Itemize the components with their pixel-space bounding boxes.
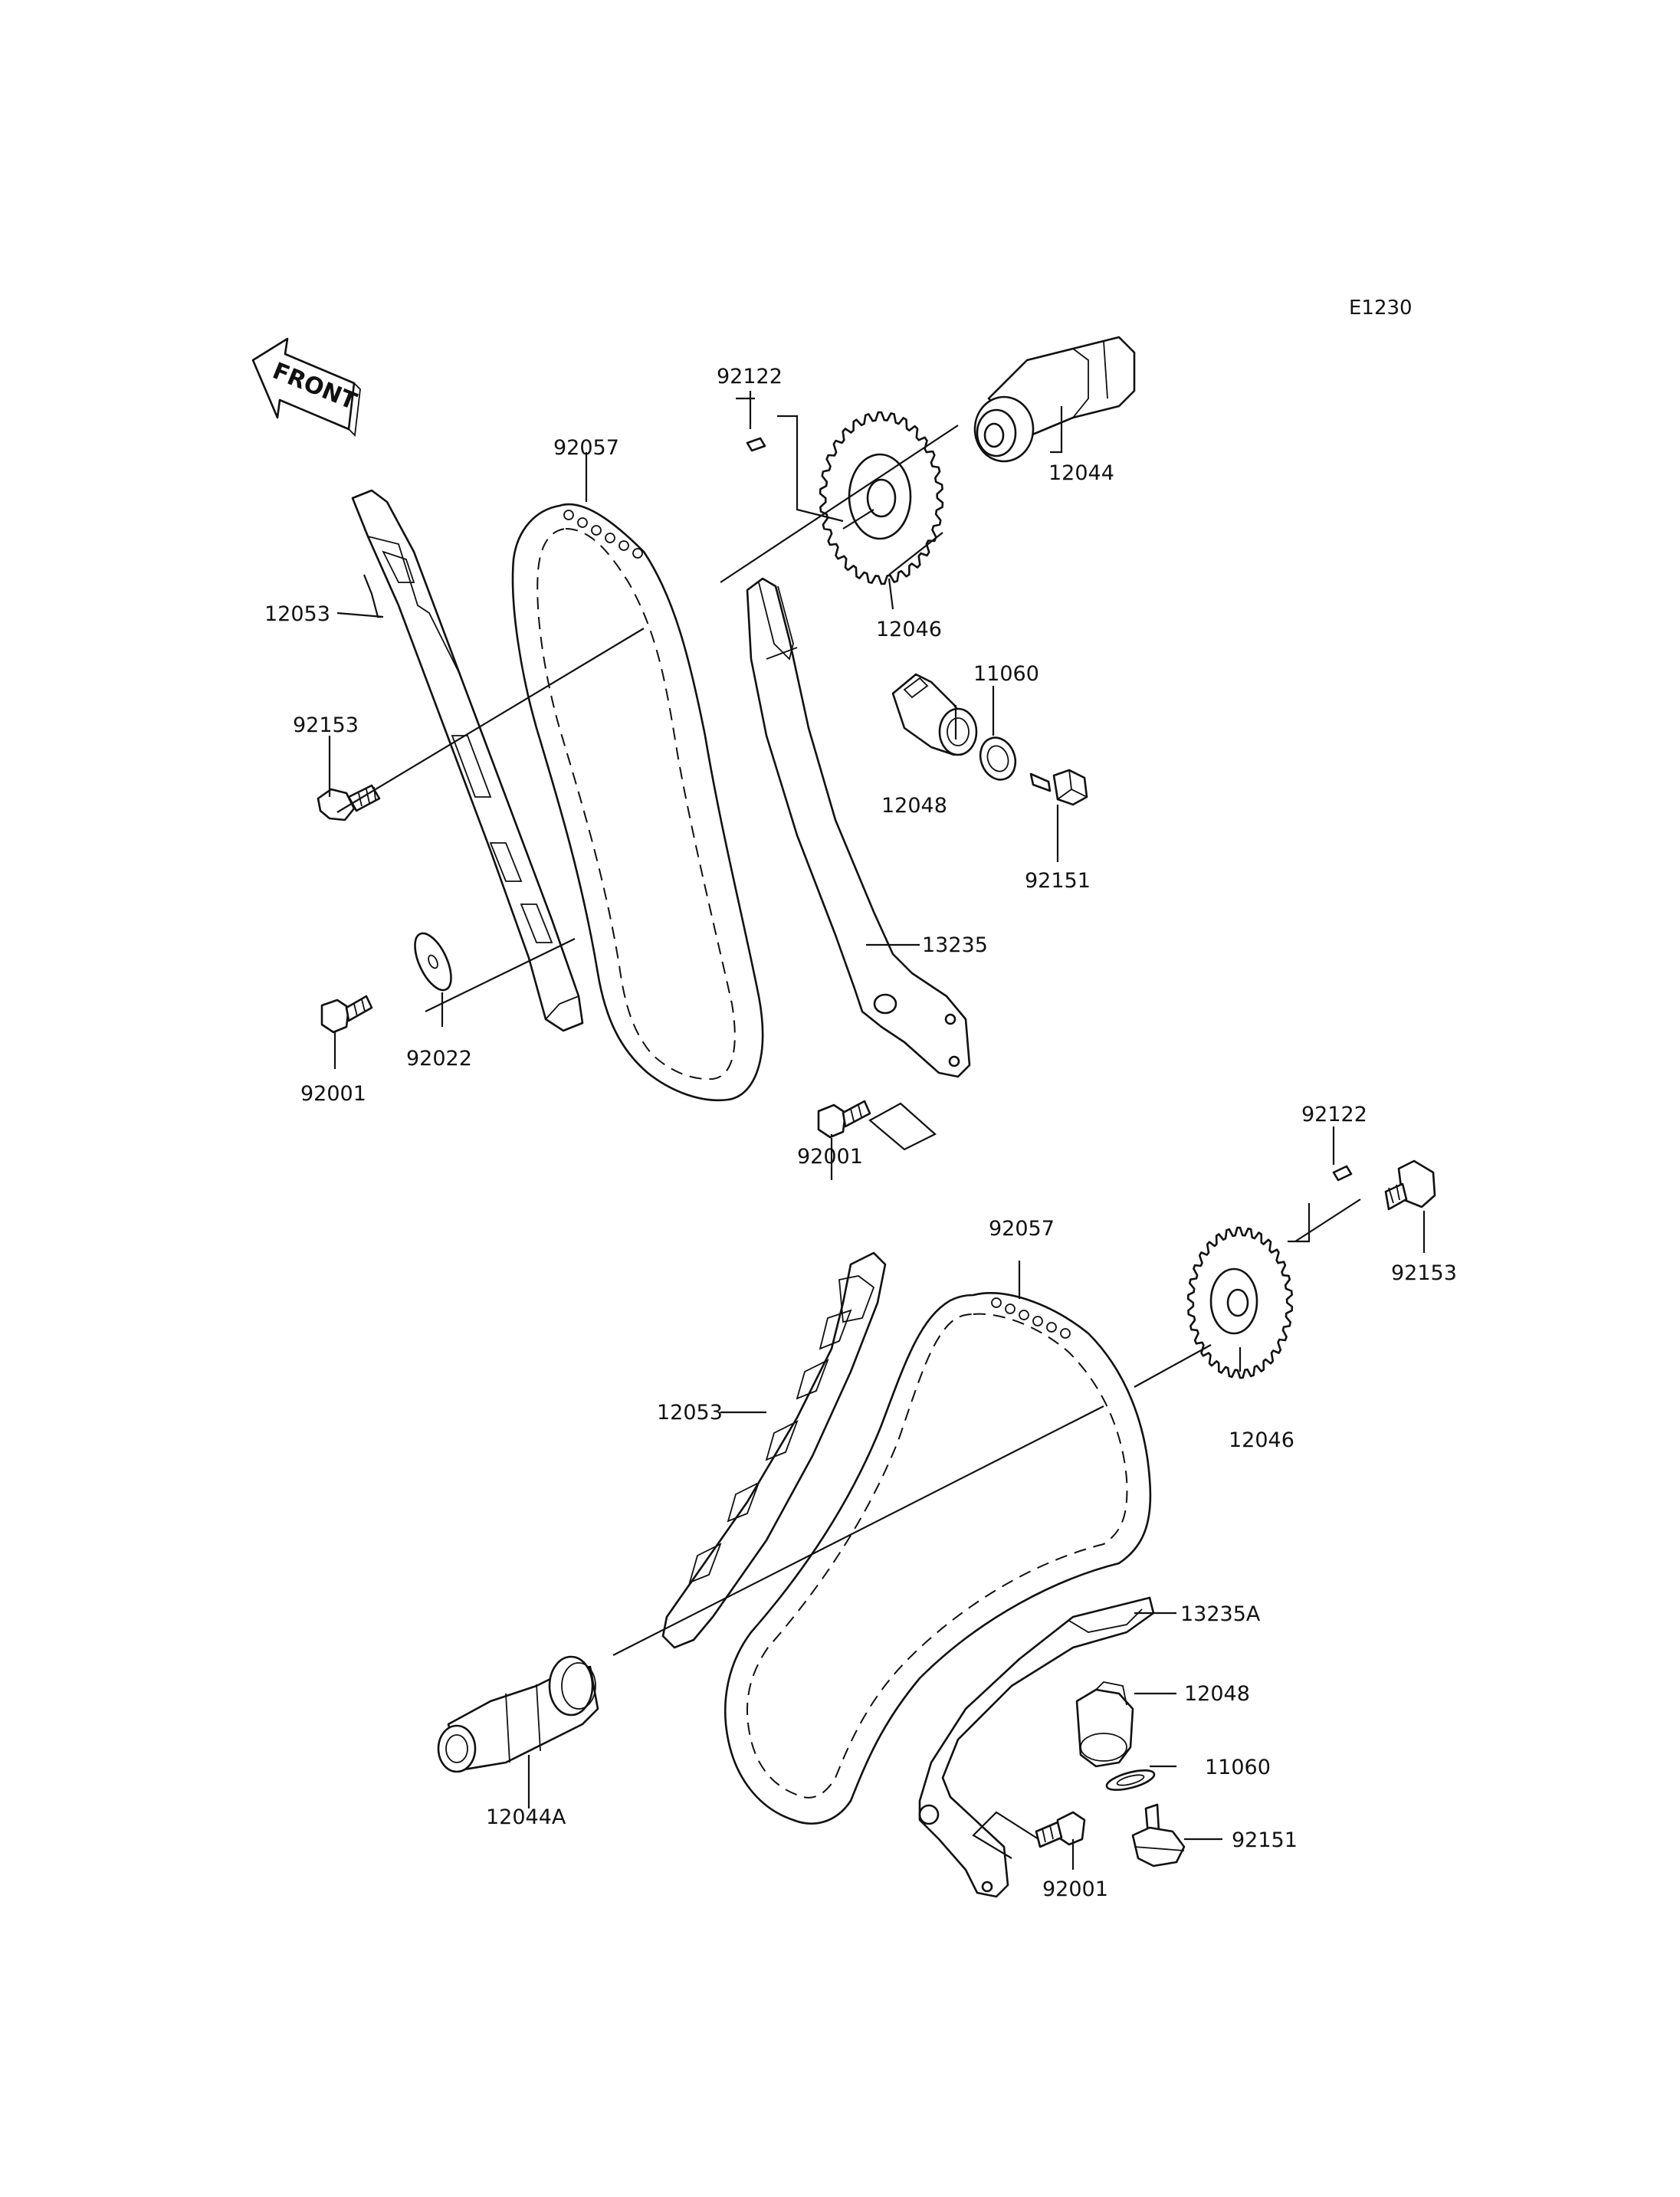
cam-chain-92057-top xyxy=(511,503,764,1102)
callout-12048-bottom: 12048 xyxy=(1184,1682,1250,1706)
leader-lines-bottom xyxy=(527,1126,1426,1870)
callout-92001-top-left: 92001 xyxy=(300,1082,366,1106)
chain-guide-12053-top xyxy=(351,489,584,1032)
chain-tensioner-12048-bottom xyxy=(1075,1681,1134,1768)
front-arrow-icon: FRONT xyxy=(251,337,361,437)
bolt-92151-top xyxy=(1029,769,1088,806)
leader-lines-top xyxy=(328,391,1063,1180)
bolt-92001-top-left xyxy=(320,995,373,1034)
bolt-92151-bottom xyxy=(1131,1803,1186,1867)
callout-92151-bottom: 92151 xyxy=(1232,1828,1298,1852)
cam-sprocket-12046-bottom xyxy=(1186,1226,1294,1379)
gasket-11060-top xyxy=(979,736,1017,781)
washer-92022 xyxy=(414,932,452,992)
callout-11060-bottom: 11060 xyxy=(1205,1756,1271,1779)
dowel-pin-92122-bottom xyxy=(1332,1165,1353,1182)
cam-chain-92057-bottom xyxy=(724,1292,1152,1825)
callout-12044-top: 12044 xyxy=(1048,461,1114,485)
chain-guide-12053-bottom xyxy=(661,1251,887,1649)
tensioner-guide-13235-top xyxy=(746,577,971,1078)
callout-12053-bottom: 12053 xyxy=(657,1401,723,1425)
camshaft-12044-top xyxy=(973,336,1136,463)
camshaft-12044A-bottom xyxy=(437,1655,599,1773)
callout-92153-top: 92153 xyxy=(293,713,359,737)
callout-13235A-bottom: 13235A xyxy=(1180,1602,1261,1626)
callout-12048-top: 12048 xyxy=(881,794,947,818)
callout-92022-top: 92022 xyxy=(406,1047,472,1071)
callout-92122-bottom: 92122 xyxy=(1301,1103,1367,1126)
callout-13235-top: 13235 xyxy=(922,933,988,957)
bolt-92001-top-right xyxy=(817,1100,871,1139)
bolt-92153-bottom xyxy=(1384,1159,1436,1211)
callout-92122-top: 92122 xyxy=(717,365,783,389)
chain-tensioner-12048-top xyxy=(891,673,978,756)
callout-92153-bottom: 92153 xyxy=(1391,1261,1457,1285)
diagram-ref-code: E1230 xyxy=(1349,297,1413,320)
callout-labels: 92122 92057 12044 12053 12046 11060 9215… xyxy=(264,365,1457,1901)
callout-92057-bottom: 92057 xyxy=(989,1217,1055,1241)
callout-11060-top: 11060 xyxy=(973,662,1039,686)
callout-92057-top: 92057 xyxy=(553,436,619,460)
callout-12046-top: 12046 xyxy=(876,618,942,641)
bolt-92153-top xyxy=(317,784,381,821)
bolt-92001-bottom xyxy=(1035,1811,1086,1848)
tensioner-guide-13235A-bottom xyxy=(918,1596,1155,1898)
callout-12053-top: 12053 xyxy=(264,602,330,626)
callout-92001-bottom: 92001 xyxy=(1042,1877,1108,1901)
gasket-11060-bottom xyxy=(1105,1769,1156,1792)
callout-92001-top-right: 92001 xyxy=(797,1145,863,1169)
callout-12044A-bottom: 12044A xyxy=(486,1805,566,1829)
cam-sprocket-12046-top xyxy=(819,411,944,585)
callout-12046-bottom: 12046 xyxy=(1229,1428,1294,1452)
dowel-pin-92122-top xyxy=(746,437,766,452)
callout-92151-top: 92151 xyxy=(1025,869,1091,893)
